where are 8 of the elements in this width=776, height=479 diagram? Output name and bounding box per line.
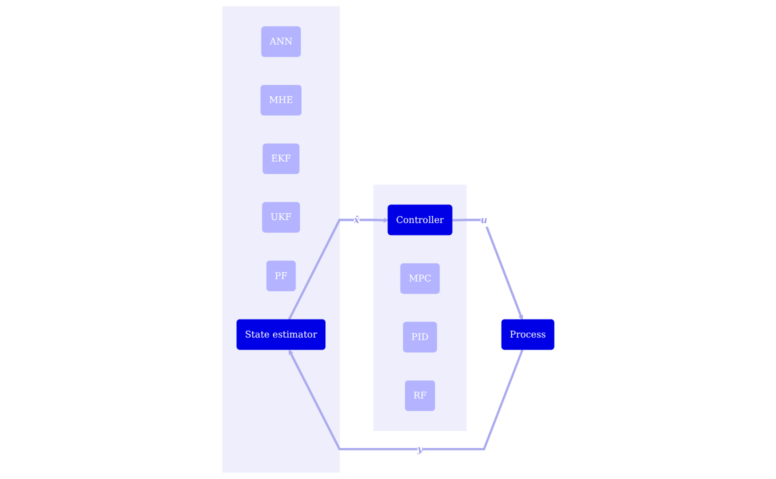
- arrow: [452, 218, 523, 320]
- arrow: [288, 218, 388, 320]
- edge-label: x̂: [354, 214, 360, 226]
- edge-label: y: [417, 443, 422, 454]
- cluster: [222, 6, 340, 473]
- arrow: [288, 349, 524, 450]
- cluster: [373, 184, 466, 432]
- edge-label: u: [480, 214, 488, 226]
